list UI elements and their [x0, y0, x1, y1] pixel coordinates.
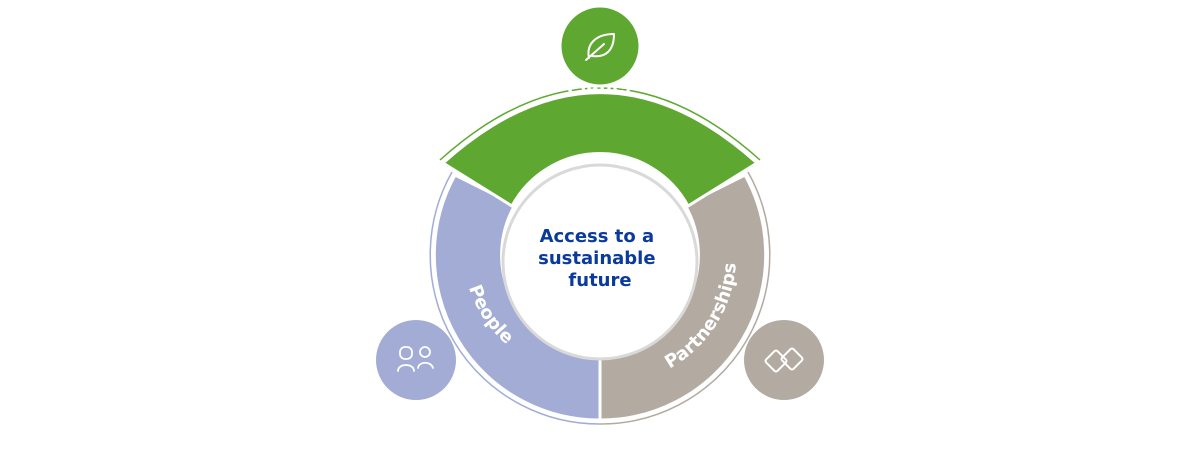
people-segment-border: [429, 171, 601, 425]
link-icon: [764, 347, 804, 373]
partnerships-segment-border: [599, 171, 771, 425]
center-line-2: sustainable: [538, 248, 655, 269]
people-icon: [397, 346, 434, 372]
planet-segment-border: [439, 87, 761, 161]
center-line-1: Access to a: [540, 226, 655, 247]
planet-icon-badge[interactable]: [558, 4, 642, 88]
planet-segment[interactable]: [440, 91, 760, 209]
center-title: Access to a sustainable future: [538, 226, 662, 291]
people-icon-badge[interactable]: [376, 320, 456, 400]
leaf-icon: [585, 33, 615, 61]
center-line-3: future: [568, 270, 631, 291]
center-circle: [501, 163, 699, 361]
partnerships-icon-badge[interactable]: [744, 320, 824, 400]
